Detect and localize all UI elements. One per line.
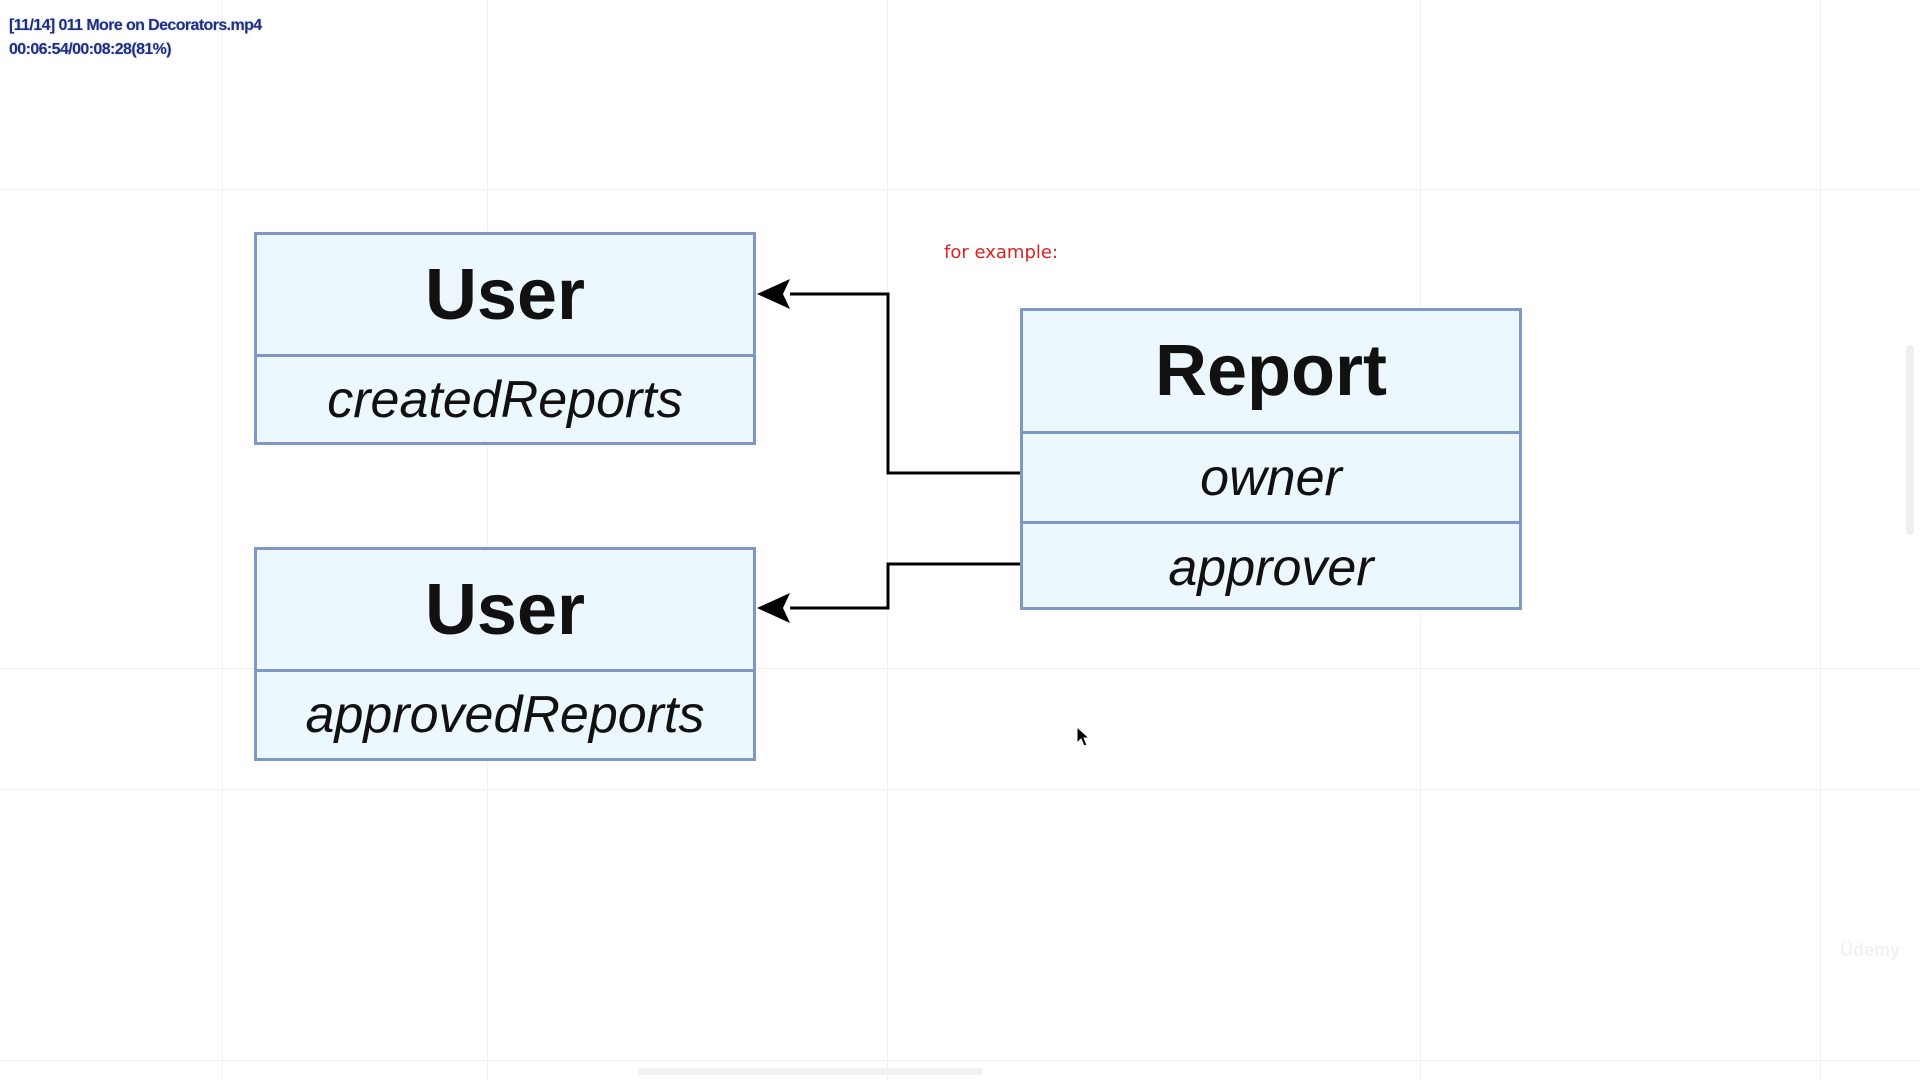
grid-line xyxy=(487,0,488,1080)
grid-line xyxy=(222,0,223,1080)
user-entity-approved: User approvedReports xyxy=(254,547,756,761)
approver-relation-connector xyxy=(757,562,1020,623)
entity-title: Report xyxy=(1155,331,1387,411)
horizontal-scrollbar[interactable] xyxy=(638,1068,983,1075)
entity-title: User xyxy=(424,569,586,650)
entity-attribute: createdReports xyxy=(257,354,753,442)
report-owner-attribute: owner xyxy=(1023,431,1519,521)
grid-line xyxy=(0,789,1920,790)
entity-attribute: approvedReports xyxy=(257,669,753,758)
video-time-label: 00:06:54/00:08:28(81%) xyxy=(9,41,172,58)
arrowhead-icon xyxy=(757,279,790,309)
example-annotation: for example: xyxy=(944,242,1059,263)
grid-line xyxy=(1820,0,1821,1080)
report-approver-attribute: approver xyxy=(1023,521,1519,611)
video-info-overlay: [11/14] 011 More on Decorators.mp4 00:06… xyxy=(9,14,262,62)
arrowhead-icon xyxy=(757,593,790,623)
grid-line xyxy=(0,668,1920,669)
owner-relation-connector xyxy=(757,279,1020,475)
entity-title: User xyxy=(424,254,586,335)
vertical-scrollbar[interactable] xyxy=(1906,345,1914,535)
grid-line xyxy=(887,0,888,1080)
report-entity: Report owner approver xyxy=(1020,308,1522,610)
user-entity-created: User createdReports xyxy=(254,232,756,445)
mouse-cursor-icon xyxy=(1076,726,1091,747)
grid-line xyxy=(0,1060,1920,1061)
grid-line xyxy=(0,189,1920,190)
video-file-label: [11/14] 011 More on Decorators.mp4 xyxy=(9,17,262,34)
udemy-watermark: Üdemy xyxy=(1840,940,1901,960)
